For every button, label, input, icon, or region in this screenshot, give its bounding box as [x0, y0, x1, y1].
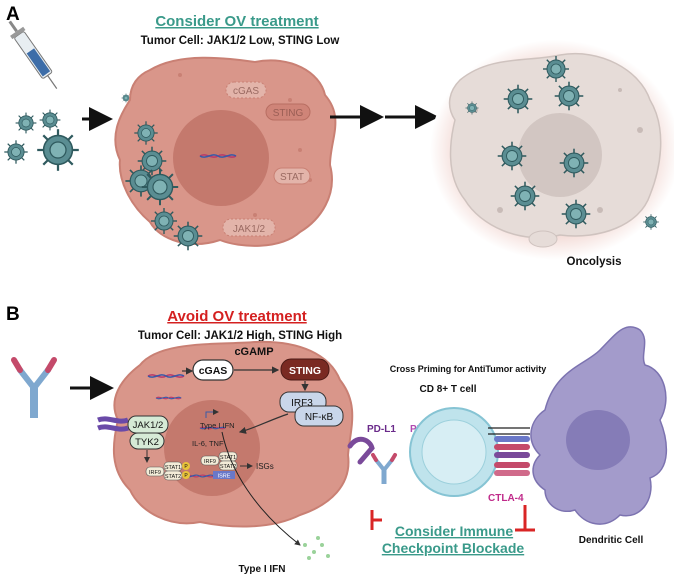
sting-label-b: STING	[289, 365, 321, 377]
cd8-label: CD 8+ T cell	[420, 384, 477, 395]
pd1-antibody-icon	[371, 453, 397, 484]
blockade-line2: Checkpoint Blockade	[382, 540, 525, 556]
irf9-label: IRF9	[204, 459, 216, 465]
virus-icon	[140, 167, 180, 207]
virus-icon	[542, 55, 570, 83]
virus-icon	[39, 109, 61, 131]
pdl1-label: PD-L1	[367, 424, 396, 435]
virus-icon	[150, 207, 178, 235]
tcr-receptors	[488, 427, 530, 476]
oncolysis-label: Oncolysis	[567, 256, 622, 268]
panel-b-subheading: Tumor Cell: JAK1/2 High, STING High	[138, 330, 342, 342]
phospho-label: P	[184, 464, 188, 470]
nucleus-b	[164, 400, 260, 496]
virus-icon	[3, 139, 29, 165]
type1-ifn-gene-label: Type I IFN	[200, 421, 235, 430]
virus-icon	[642, 213, 660, 231]
virus-icon	[553, 80, 585, 112]
virus-icon	[36, 128, 80, 172]
cgas-label-a: cGAS	[233, 86, 259, 97]
dendritic-label: Dendritic Cell	[579, 535, 644, 546]
stat1-label: STAT1	[165, 465, 181, 471]
virus-icon	[133, 120, 159, 146]
irf3-label: IRF3	[291, 398, 313, 409]
virus-icon	[560, 198, 592, 230]
phospho-label: P	[184, 473, 188, 479]
virus-icon	[172, 220, 204, 252]
isgs-label: ISGs	[256, 462, 274, 471]
stat2-label: STAT2	[220, 464, 236, 470]
cgamp-label: cGAMP	[234, 346, 273, 358]
inhibition-icon	[370, 505, 535, 532]
panel-b-heading: Avoid OV treatment	[167, 308, 306, 325]
pdl1-icon	[347, 436, 375, 465]
virus-icon	[558, 147, 590, 179]
stat2-label: STAT2	[165, 474, 181, 480]
jak-label-b: JAK1/2	[133, 420, 164, 431]
ifn-receptor-icon	[97, 416, 129, 432]
cross-priming-label: Cross Priming for AntiTumor activity	[390, 364, 547, 374]
panel-a-heading: Consider OV treatment	[155, 13, 318, 30]
panel-a-letter: A	[6, 4, 20, 25]
tyk2-label: TYK2	[135, 437, 159, 448]
syringe-icon	[8, 20, 58, 89]
isre-label: ISRE	[218, 474, 231, 480]
panel-a-subheading: Tumor Cell: JAK1/2 Low, STING Low	[141, 35, 340, 47]
virus-icon	[15, 112, 37, 134]
ctla4-label: CTLA-4	[488, 493, 524, 504]
type1-ifn-secreted-label: Type I IFN	[238, 564, 285, 575]
virus-icon	[465, 101, 479, 115]
stat1-label: STAT1	[220, 455, 236, 461]
antibody-icon	[11, 357, 57, 418]
virus-icon	[509, 180, 541, 212]
panel-b-letter: B	[6, 304, 20, 325]
virus-icon	[496, 140, 528, 172]
nucleus-a	[173, 110, 269, 206]
sting-label-a: STING	[273, 108, 304, 119]
irf9-label: IRF9	[149, 470, 161, 476]
il6-tnf-label: IL-6, TNF	[192, 439, 224, 448]
blockade-line1: Consider Immune	[395, 523, 513, 539]
jak-label-a: JAK1/2	[233, 224, 266, 235]
virus-icon	[502, 83, 534, 115]
cgas-label-b: cGAS	[199, 365, 228, 377]
nfkb-label: NF-κB	[305, 412, 334, 423]
stat-label-a: STAT	[280, 172, 304, 183]
